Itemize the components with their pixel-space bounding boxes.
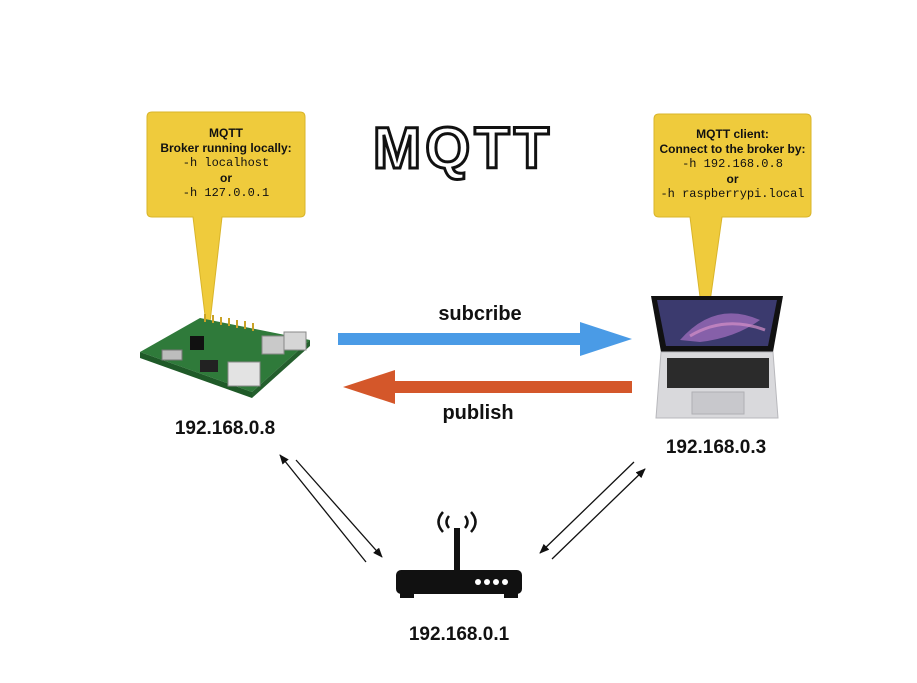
raspberry-pi-ip: 192.168.0.8 xyxy=(174,418,276,439)
client-callout-line1: MQTT client: xyxy=(696,127,769,141)
broker-callout-text: MQTT Broker running locally: -h localhos… xyxy=(147,126,305,201)
laptop-icon xyxy=(651,296,783,419)
broker-callout-line5: -h 127.0.0.1 xyxy=(182,186,270,200)
laptop-ip: 192.168.0.3 xyxy=(665,437,767,458)
router-icon xyxy=(396,511,522,598)
diagram-title: MQTT xyxy=(371,116,554,181)
broker-callout-line4: or xyxy=(220,171,232,185)
client-callout-line3: -h 192.168.0.8 xyxy=(682,157,783,171)
link-laptop-router xyxy=(539,461,646,560)
client-callout-text: MQTT client: Connect to the broker by: -… xyxy=(654,127,811,202)
client-callout-line5: -h raspberrypi.local xyxy=(660,187,805,201)
client-callout-bubble xyxy=(653,113,812,338)
publish-arrow xyxy=(343,370,632,404)
router-ip: 192.168.0.1 xyxy=(408,624,510,645)
subscribe-arrow xyxy=(338,322,632,356)
broker-callout-line2: Broker running locally: xyxy=(160,141,292,155)
broker-callout-bubble xyxy=(146,111,306,341)
client-callout-line2: Connect to the broker by: xyxy=(659,142,806,156)
publish-label: publish xyxy=(442,402,514,424)
raspberry-pi-icon xyxy=(140,314,310,398)
link-pi-router xyxy=(279,454,383,563)
subscribe-label: subcribe xyxy=(438,303,522,325)
broker-callout-line1: MQTT xyxy=(209,126,243,140)
broker-callout-line3: -h localhost xyxy=(182,156,270,170)
client-callout-line4: or xyxy=(726,172,739,186)
